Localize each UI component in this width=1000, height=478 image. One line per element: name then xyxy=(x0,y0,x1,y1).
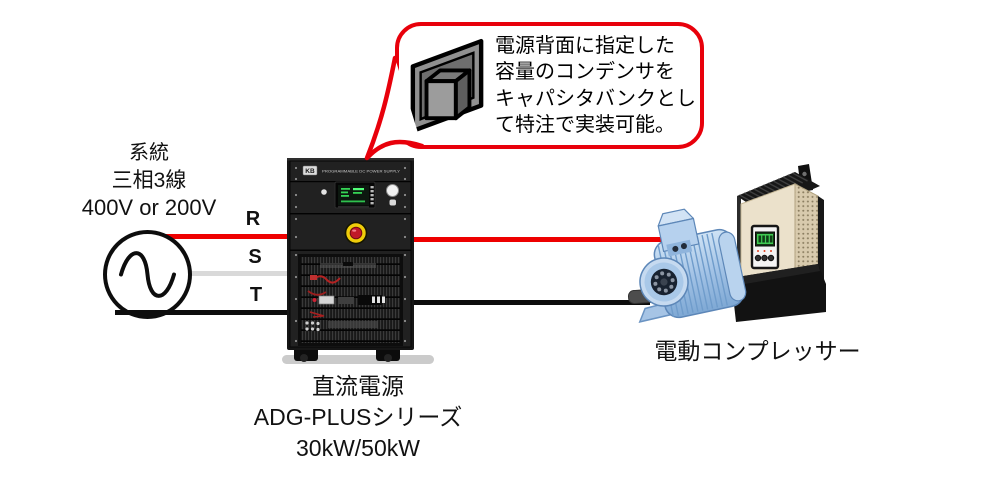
dc-supply-caption-line: ADG-PLUSシリーズ xyxy=(253,404,463,430)
inverter-image xyxy=(731,164,826,322)
ac-source-icon xyxy=(103,230,192,319)
phase-label-s: S xyxy=(248,246,262,268)
grid-source-title: 系統 xyxy=(129,142,169,164)
grid-source-subtitle: 三相3線 xyxy=(111,169,187,192)
callout-line: 容量のコンデンサを xyxy=(495,61,675,83)
emergency-stop-button xyxy=(344,221,368,245)
callout-bubble: 電源背面に指定した 容量のコンデンサを キャパシタバンクとし て特注で実装可能。 xyxy=(395,22,704,149)
phase-label-r: R xyxy=(245,208,261,230)
wire-phase-r xyxy=(150,234,295,239)
panel-screws xyxy=(294,166,407,343)
callout-tail xyxy=(364,55,425,161)
sine-wave-icon xyxy=(119,251,176,298)
capacitor-bank-icon xyxy=(410,38,484,133)
bolt-circle xyxy=(653,271,675,293)
callout-line: て特注で実装可能。 xyxy=(495,114,675,136)
callout-text: 電源背面に指定した 容量のコンデンサを キャパシタバンクとし て特注で実装可能。 xyxy=(495,33,696,139)
phase-label-t: T xyxy=(249,284,263,306)
callout-line: 電源背面に指定した xyxy=(495,34,675,57)
grid-source-voltage: 400V or 200V xyxy=(81,195,217,220)
dc-supply-caption-line: 30kW/50kW xyxy=(296,435,420,461)
wire-phase-s xyxy=(150,271,295,276)
grille-components xyxy=(305,262,385,332)
brand-badge xyxy=(302,165,318,176)
dc-supply-caption: 直流電源 ADG-PLUSシリーズ 30kW/50kW xyxy=(238,371,478,464)
small-button xyxy=(389,199,396,206)
callout-line: キャパシタバンクとし xyxy=(495,87,696,110)
brand-badge-text: KB xyxy=(305,168,315,175)
wire-dc-positive xyxy=(405,237,675,242)
compressor-caption: 電動コンプレッサー xyxy=(654,338,861,364)
front-panel-text: PROGRAMMABLE DC POWER SUPPLY xyxy=(322,170,401,174)
dc-supply-caption-line: 直流電源 xyxy=(312,373,404,399)
wire-phase-t xyxy=(115,310,295,315)
inverter-display xyxy=(750,224,780,270)
control-display xyxy=(334,181,376,209)
power-knob xyxy=(386,184,399,197)
wire-dc-negative xyxy=(405,300,650,305)
grid-source-label: 系統 三相3線 400V or 200V xyxy=(38,140,260,221)
motor-image xyxy=(627,208,747,323)
indicator-button xyxy=(321,189,327,195)
dc-power-supply-image: KB PROGRAMMABLE DC POWER SUPPLY xyxy=(282,158,434,364)
